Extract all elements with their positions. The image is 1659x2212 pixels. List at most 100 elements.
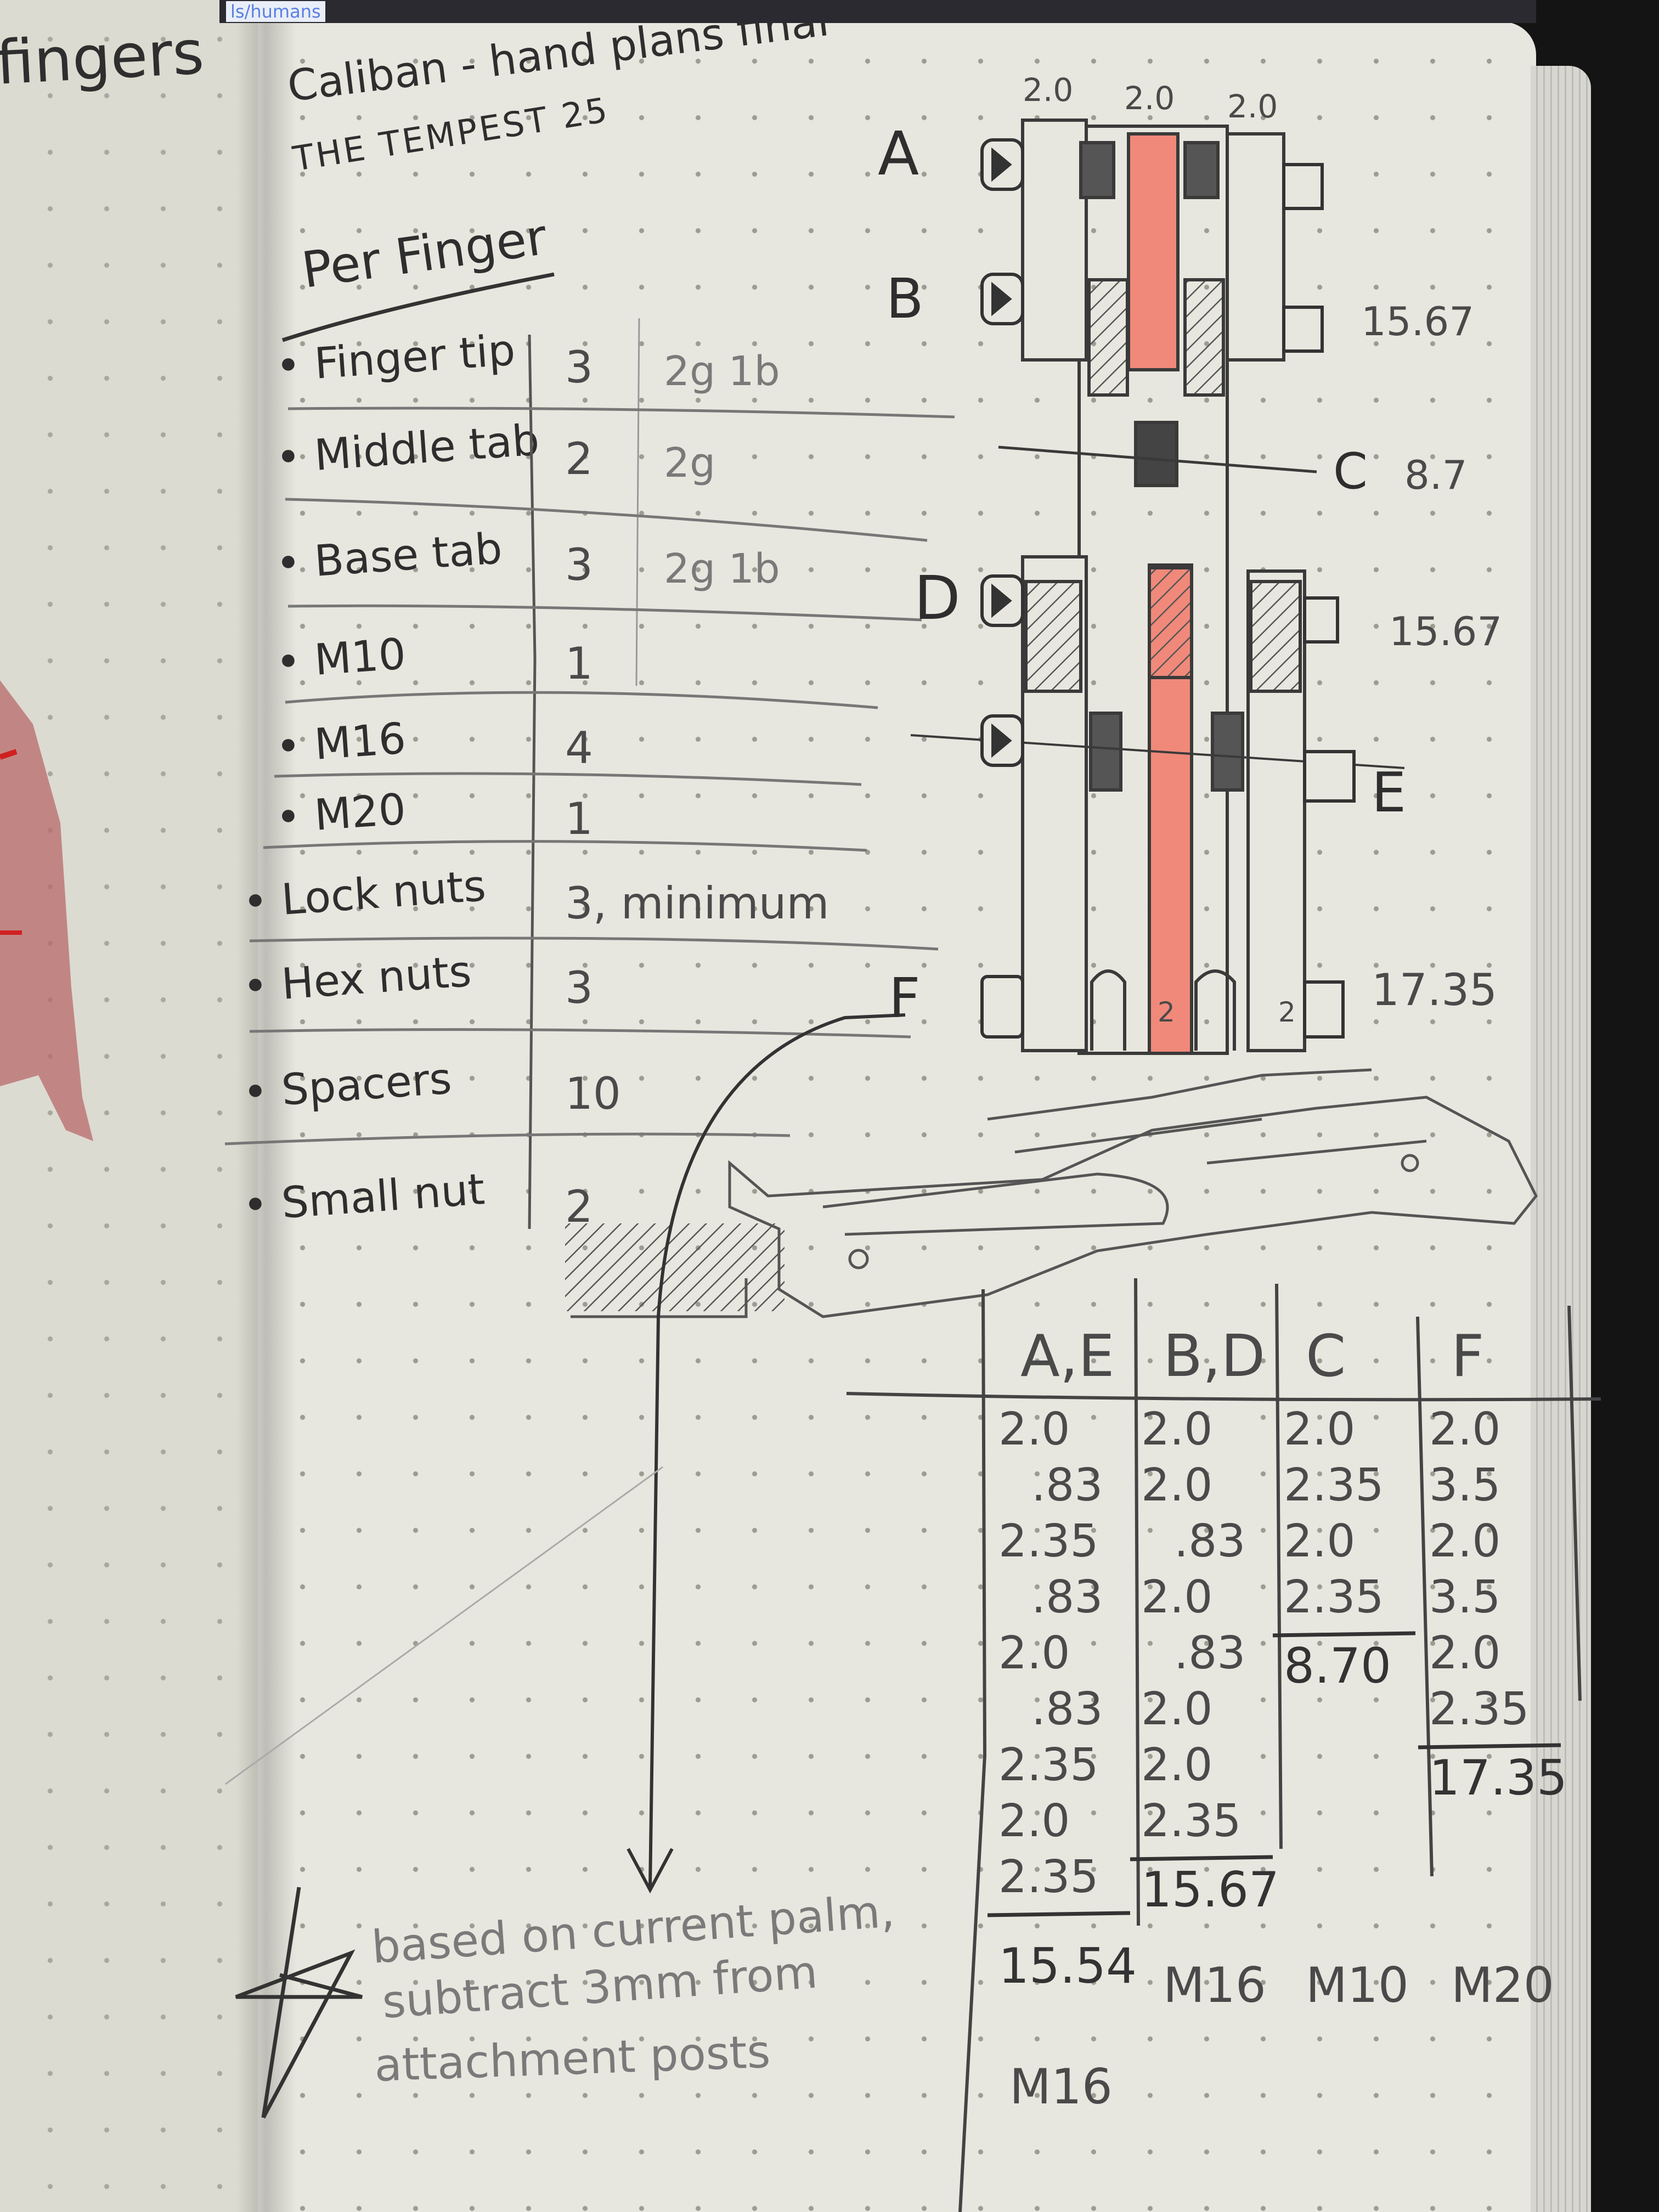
calc-table-cell: 2.0 [1284, 1515, 1356, 1567]
parts-list-item-qty: 1 [565, 793, 593, 844]
width-label: 2.0 [1023, 71, 1074, 109]
parts-list-item-qty: 4 [565, 723, 593, 774]
bolt-size-label: M16 [1009, 2058, 1113, 2115]
calc-table-header: A,E [1020, 1323, 1115, 1390]
calc-table-cell: 2.0 [1141, 1571, 1213, 1623]
calc-table-cell: 2.0 [998, 1627, 1070, 1679]
sum-line [1272, 1631, 1416, 1638]
joint-label-c: C [1333, 443, 1368, 500]
bolt-heads [980, 138, 1024, 1039]
calc-table-header: C [1306, 1323, 1346, 1390]
calc-table-lines [846, 1278, 1601, 2212]
joint-notches [1090, 969, 1236, 1051]
width-label: 2.0 [1124, 80, 1175, 117]
calc-table-cell: 2.35 [1429, 1683, 1530, 1735]
parts-list-item-qty: 3 [565, 539, 593, 590]
parts-list-item-qty: 3, minimum [565, 878, 830, 929]
calc-table-total: 15.54 [998, 1938, 1137, 1994]
calc-table-cell: 2.0 [998, 1795, 1070, 1847]
joint-label-f: F [889, 966, 921, 1030]
joint-label-e: E [1372, 760, 1407, 825]
list-divider [528, 334, 537, 1229]
hatched-area [1087, 278, 1129, 397]
axis-line-c [998, 445, 1317, 473]
parts-list-item-note: 2g [664, 439, 716, 487]
parts-list-item-note: 2g 1b [664, 545, 780, 592]
spacer-block [1134, 421, 1178, 487]
calc-table-total: 17.35 [1429, 1750, 1567, 1806]
width-label: 2.0 [1227, 88, 1278, 125]
right-notebook-page [258, 22, 1536, 2212]
calc-table-cell: 2.0 [998, 1403, 1070, 1455]
calc-table-header: B,D [1163, 1323, 1266, 1390]
arrowhead-icon [627, 1848, 674, 1894]
parts-list-item-qty: 3 [565, 962, 593, 1013]
sum-line [1130, 1855, 1273, 1861]
hatched-area [1148, 566, 1193, 679]
spacer-block [1211, 712, 1244, 792]
joint-label-b: B [886, 267, 924, 331]
calc-table-cell: 2.35 [1284, 1459, 1384, 1511]
calc-table-cell: 2.35 [1141, 1795, 1242, 1847]
sum-line [987, 1911, 1131, 1917]
star-icon [235, 1887, 363, 2119]
calc-table-cell: 2.0 [1141, 1459, 1213, 1511]
calc-table-cell: 2.0 [1429, 1403, 1501, 1455]
hand-sketch [565, 1068, 1538, 1318]
calc-table-cell: 2.35 [998, 1851, 1099, 1903]
nuts [1282, 163, 1356, 1039]
spacer-block [1089, 712, 1122, 792]
calc-table-cell: 2.0 [1429, 1627, 1501, 1679]
parts-list-item-note: 2g 1b [664, 348, 780, 395]
red-center-part-top [1127, 132, 1180, 371]
parts-list-item-qty: 10 [565, 1068, 621, 1119]
spacer-block [1183, 141, 1220, 199]
calc-table-cell: 3.5 [1429, 1459, 1501, 1511]
reference-arrow [648, 1013, 906, 1888]
finger-assembly [910, 119, 1405, 1055]
calc-table-cell: .83 [1031, 1683, 1103, 1735]
dimension-f: 17.35 [1372, 964, 1498, 1015]
sum-line [1418, 1743, 1561, 1750]
calc-table-cell: 2.0 [1141, 1739, 1213, 1791]
footnote-line: attachment posts [373, 2025, 771, 2092]
right-plate-top [1226, 132, 1285, 362]
spacer-mark: 2 [1158, 996, 1175, 1028]
parts-list-item-qty: 2 [565, 433, 593, 484]
calc-table-cell: .83 [1174, 1627, 1246, 1679]
calc-table-cell: 2.0 [1141, 1683, 1213, 1735]
bolt-size-label: M20 [1451, 1957, 1554, 2013]
list-row-lines [224, 407, 955, 1146]
spine-shadow [236, 22, 296, 2212]
heading-underline [281, 272, 555, 342]
hatched-area [1024, 580, 1082, 693]
list-divider-light [635, 318, 640, 686]
faint-line [225, 1466, 663, 1785]
calc-table-cell: 2.0 [1429, 1515, 1501, 1567]
calc-table-cell: 3.5 [1429, 1571, 1501, 1623]
calc-table-cell: 2.35 [998, 1515, 1099, 1567]
calc-table-total: 15.67 [1141, 1861, 1279, 1918]
calc-table-cell: .83 [1031, 1459, 1103, 1511]
joint-label-d: D [914, 563, 961, 633]
hatched-area [1249, 580, 1302, 693]
calc-table-cell: 2.0 [1284, 1403, 1356, 1455]
hatched-area [1183, 278, 1225, 397]
dimension-d: 15.67 [1389, 608, 1503, 654]
parts-list-item-qty: 3 [565, 342, 593, 393]
parts-list-item-qty: 1 [565, 638, 593, 689]
bolt-size-label: M16 [1163, 1957, 1266, 2013]
page-edges [1531, 66, 1591, 2212]
parts-list-item-qty: 2 [565, 1181, 593, 1232]
left-notebook-page [0, 0, 274, 2212]
calc-table-total: 8.70 [1284, 1638, 1391, 1694]
calc-table-cell: 2.0 [1141, 1403, 1213, 1455]
screen-fragment-text: ls/humans [226, 1, 325, 22]
joint-label-a: A [878, 119, 919, 189]
calc-table-cell: 2.35 [998, 1739, 1099, 1791]
calc-table-cell: .83 [1031, 1571, 1103, 1623]
calc-table-cell: 2.35 [1284, 1571, 1384, 1623]
spacer-mark: 2 [1278, 996, 1296, 1028]
left-plate-top [1021, 119, 1088, 362]
